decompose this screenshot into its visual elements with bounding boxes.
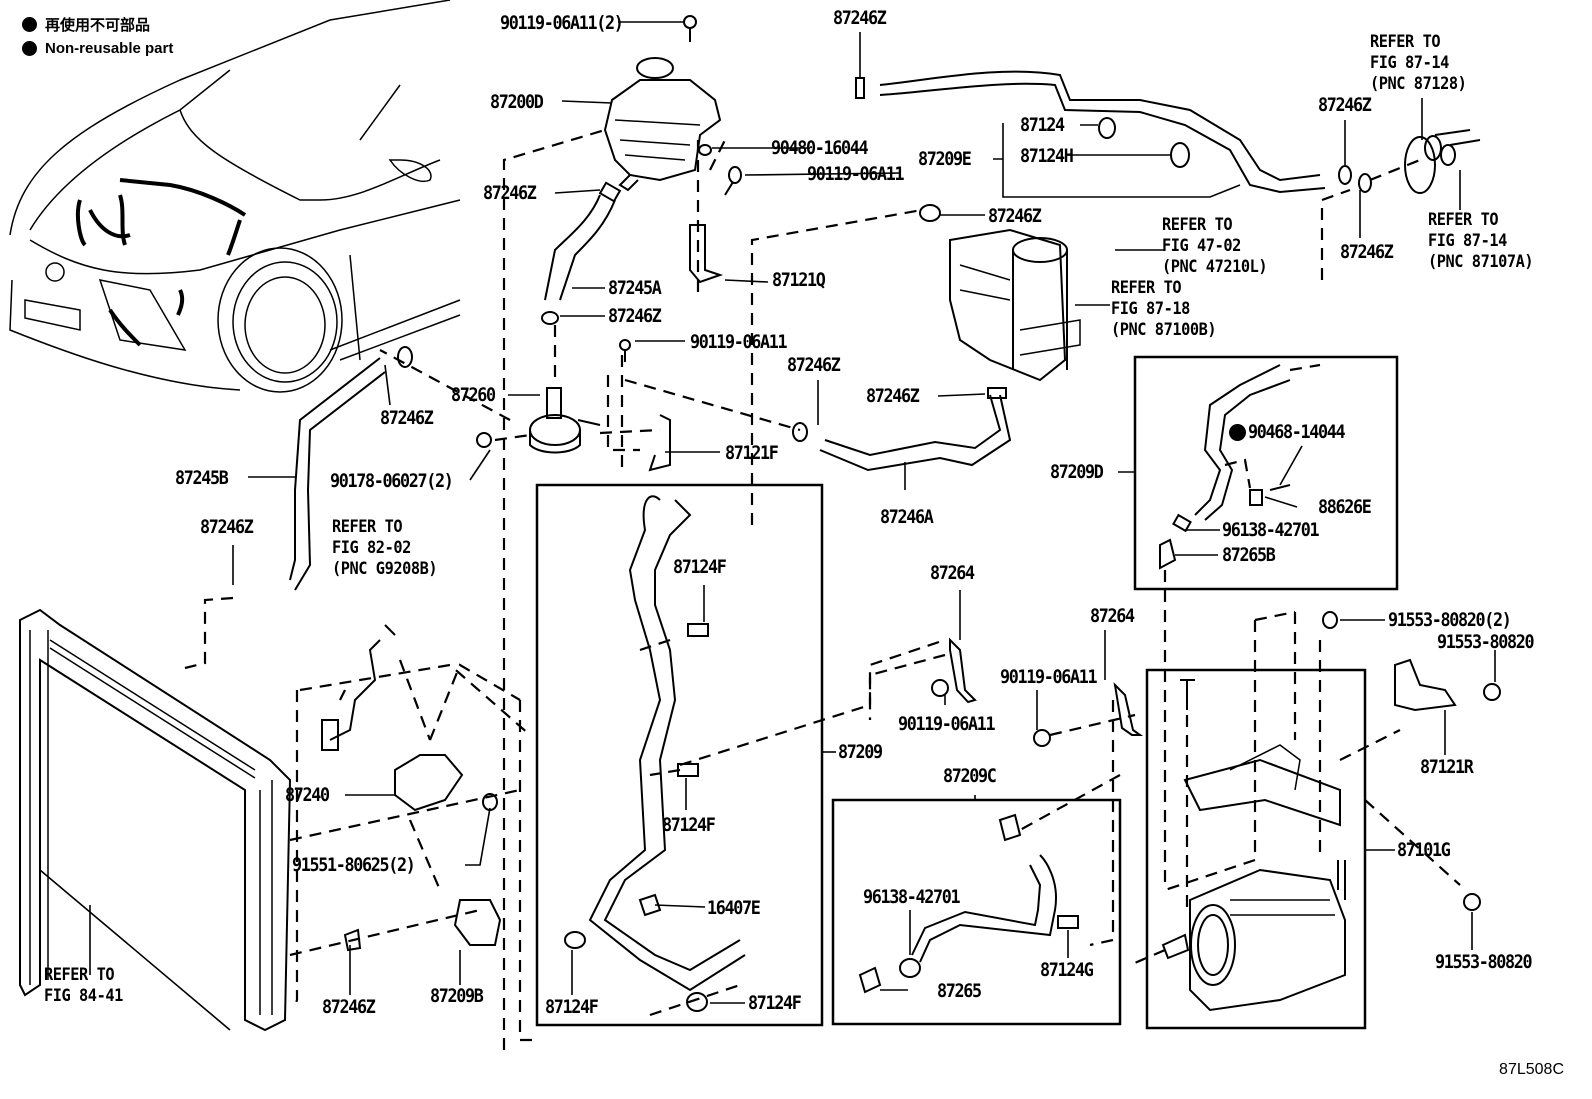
part-label-87265[interactable]: 87265 — [937, 980, 982, 1002]
group-box-87209D — [1133, 355, 1399, 591]
part-label-87124F[interactable]: 87124F — [673, 556, 727, 578]
hose-87245B — [289, 357, 386, 591]
part-label-90480-16044[interactable]: 90480-16044 — [771, 137, 869, 159]
part-label-87124F[interactable]: 87124F — [748, 992, 802, 1014]
reference-note-fig-87-14-87107A[interactable]: REFER TO FIG 87-14 (PNC 87107A) — [1428, 210, 1534, 272]
part-label-90468-14044[interactable]: 90468-14044 — [1248, 421, 1346, 443]
part-label-87246Z[interactable]: 87246Z — [1340, 241, 1394, 263]
part-label-90119-06A11[interactable]: 90119-06A11 — [807, 163, 905, 185]
part-label-87260[interactable]: 87260 — [451, 384, 496, 406]
legend-item-english: Non-reusable part — [22, 40, 173, 57]
part-label-87245B[interactable]: 87245B — [175, 467, 229, 489]
part-label-87124H[interactable]: 87124H — [1020, 145, 1074, 167]
part-label-90119-06A11[interactable]: 90119-06A11 — [898, 713, 996, 735]
group-box-87209 — [535, 483, 824, 1027]
figure-code: 87L508C — [1499, 1061, 1564, 1078]
part-label-87124F[interactable]: 87124F — [662, 814, 716, 836]
part-label-87209C[interactable]: 87209C — [943, 765, 997, 787]
leader-lines — [232, 21, 1496, 1004]
part-label-87209[interactable]: 87209 — [838, 741, 883, 763]
vehicle-front-illustration — [9, 0, 461, 393]
part-label-87246Z[interactable]: 87246Z — [1318, 94, 1372, 116]
part-label-16407E[interactable]: 16407E — [707, 897, 761, 919]
part-label-90178-06027[interactable]: 90178-06027(2) — [330, 470, 454, 492]
converter-assembly-illustration — [919, 204, 1081, 382]
part-label-87209E[interactable]: 87209E — [918, 148, 972, 170]
part-label-87209D[interactable]: 87209D — [1050, 461, 1104, 483]
reference-note-fig-82-02[interactable]: REFER TO FIG 82-02 (PNC G9208B) — [332, 517, 438, 579]
part-label-87265B[interactable]: 87265B — [1222, 544, 1276, 566]
reference-note-fig-84-41[interactable]: REFER TO FIG 84-41 — [44, 965, 123, 1006]
hose-87246A — [819, 394, 1012, 472]
part-label-87246Z[interactable]: 87246Z — [833, 7, 887, 29]
part-label-87209B[interactable]: 87209B — [430, 985, 484, 1007]
part-label-87246A[interactable]: 87246A — [880, 506, 934, 528]
part-label-90119-06A11[interactable]: 90119-06A11 — [1000, 666, 1098, 688]
legend-item-japanese: 再使用不可部品 — [22, 14, 150, 35]
part-label-91551-80625[interactable]: 91551-80625(2) — [292, 854, 416, 876]
reference-note-fig-47-02[interactable]: REFER TO FIG 47-02 (PNC 47210L) — [1162, 215, 1268, 277]
inverter-unit-illustration — [1161, 744, 1346, 1012]
group-bracket-87209E — [1002, 123, 1241, 198]
non-reusable-marker-icon — [1229, 424, 1246, 441]
actuator-87240-illustration — [321, 624, 502, 952]
upper-hose — [879, 70, 1321, 182]
part-label-87121F[interactable]: 87121F — [725, 442, 779, 464]
hose-87209C — [911, 854, 1057, 963]
filled-circle-icon — [22, 41, 37, 56]
legend-label: Non-reusable part — [45, 40, 174, 57]
hose-87209 — [588, 495, 746, 992]
part-label-87200D[interactable]: 87200D — [490, 91, 544, 113]
part-label-91553-80820[interactable]: 91553-80820 — [1437, 631, 1535, 653]
part-label-87246Z[interactable]: 87246Z — [322, 996, 376, 1018]
part-label-87121Q[interactable]: 87121Q — [772, 269, 826, 291]
part-label-87264[interactable]: 87264 — [930, 562, 975, 584]
part-label-87124[interactable]: 87124 — [1020, 114, 1065, 136]
filled-circle-icon — [22, 17, 37, 32]
part-label-87124F[interactable]: 87124F — [545, 996, 599, 1018]
part-label-87246Z[interactable]: 87246Z — [866, 385, 920, 407]
part-label-87246Z[interactable]: 87246Z — [200, 516, 254, 538]
part-label-96138-42701[interactable]: 96138-42701 — [863, 886, 961, 908]
hose-87245A — [544, 194, 616, 301]
reference-note-fig-87-18[interactable]: REFER TO FIG 87-18 (PNC 87100B) — [1111, 278, 1217, 340]
reservoir-tank-illustration — [603, 15, 722, 192]
group-box-87209C — [831, 798, 1122, 1026]
part-label-87124G[interactable]: 87124G — [1040, 959, 1094, 981]
part-label-88626E[interactable]: 88626E — [1318, 496, 1372, 518]
part-label-87264[interactable]: 87264 — [1090, 605, 1135, 627]
part-label-87246Z[interactable]: 87246Z — [787, 354, 841, 376]
part-label-87121R[interactable]: 87121R — [1420, 756, 1474, 778]
part-label-91553-80820[interactable]: 91553-80820(2) — [1388, 609, 1512, 631]
legend-label: 再使用不可部品 — [45, 17, 151, 34]
part-label-87246Z[interactable]: 87246Z — [380, 407, 434, 429]
reference-note-fig-87-14-87128[interactable]: REFER TO FIG 87-14 (PNC 87128) — [1370, 32, 1467, 94]
part-label-87246Z[interactable]: 87246Z — [483, 182, 537, 204]
part-label-91553-80820[interactable]: 91553-80820 — [1435, 951, 1533, 973]
radiator-illustration — [19, 608, 292, 1032]
part-label-90119-06A11[interactable]: 90119-06A11(2) — [500, 12, 624, 34]
part-label-87246Z[interactable]: 87246Z — [988, 205, 1042, 227]
part-label-90119-06A11[interactable]: 90119-06A11 — [690, 331, 788, 353]
water-pump-illustration — [476, 387, 601, 454]
part-label-87240[interactable]: 87240 — [285, 784, 330, 806]
part-label-87246Z[interactable]: 87246Z — [608, 305, 662, 327]
part-label-87245A[interactable]: 87245A — [608, 277, 662, 299]
part-label-87101G[interactable]: 87101G — [1397, 839, 1451, 861]
part-label-96138-42701[interactable]: 96138-42701 — [1222, 519, 1320, 541]
